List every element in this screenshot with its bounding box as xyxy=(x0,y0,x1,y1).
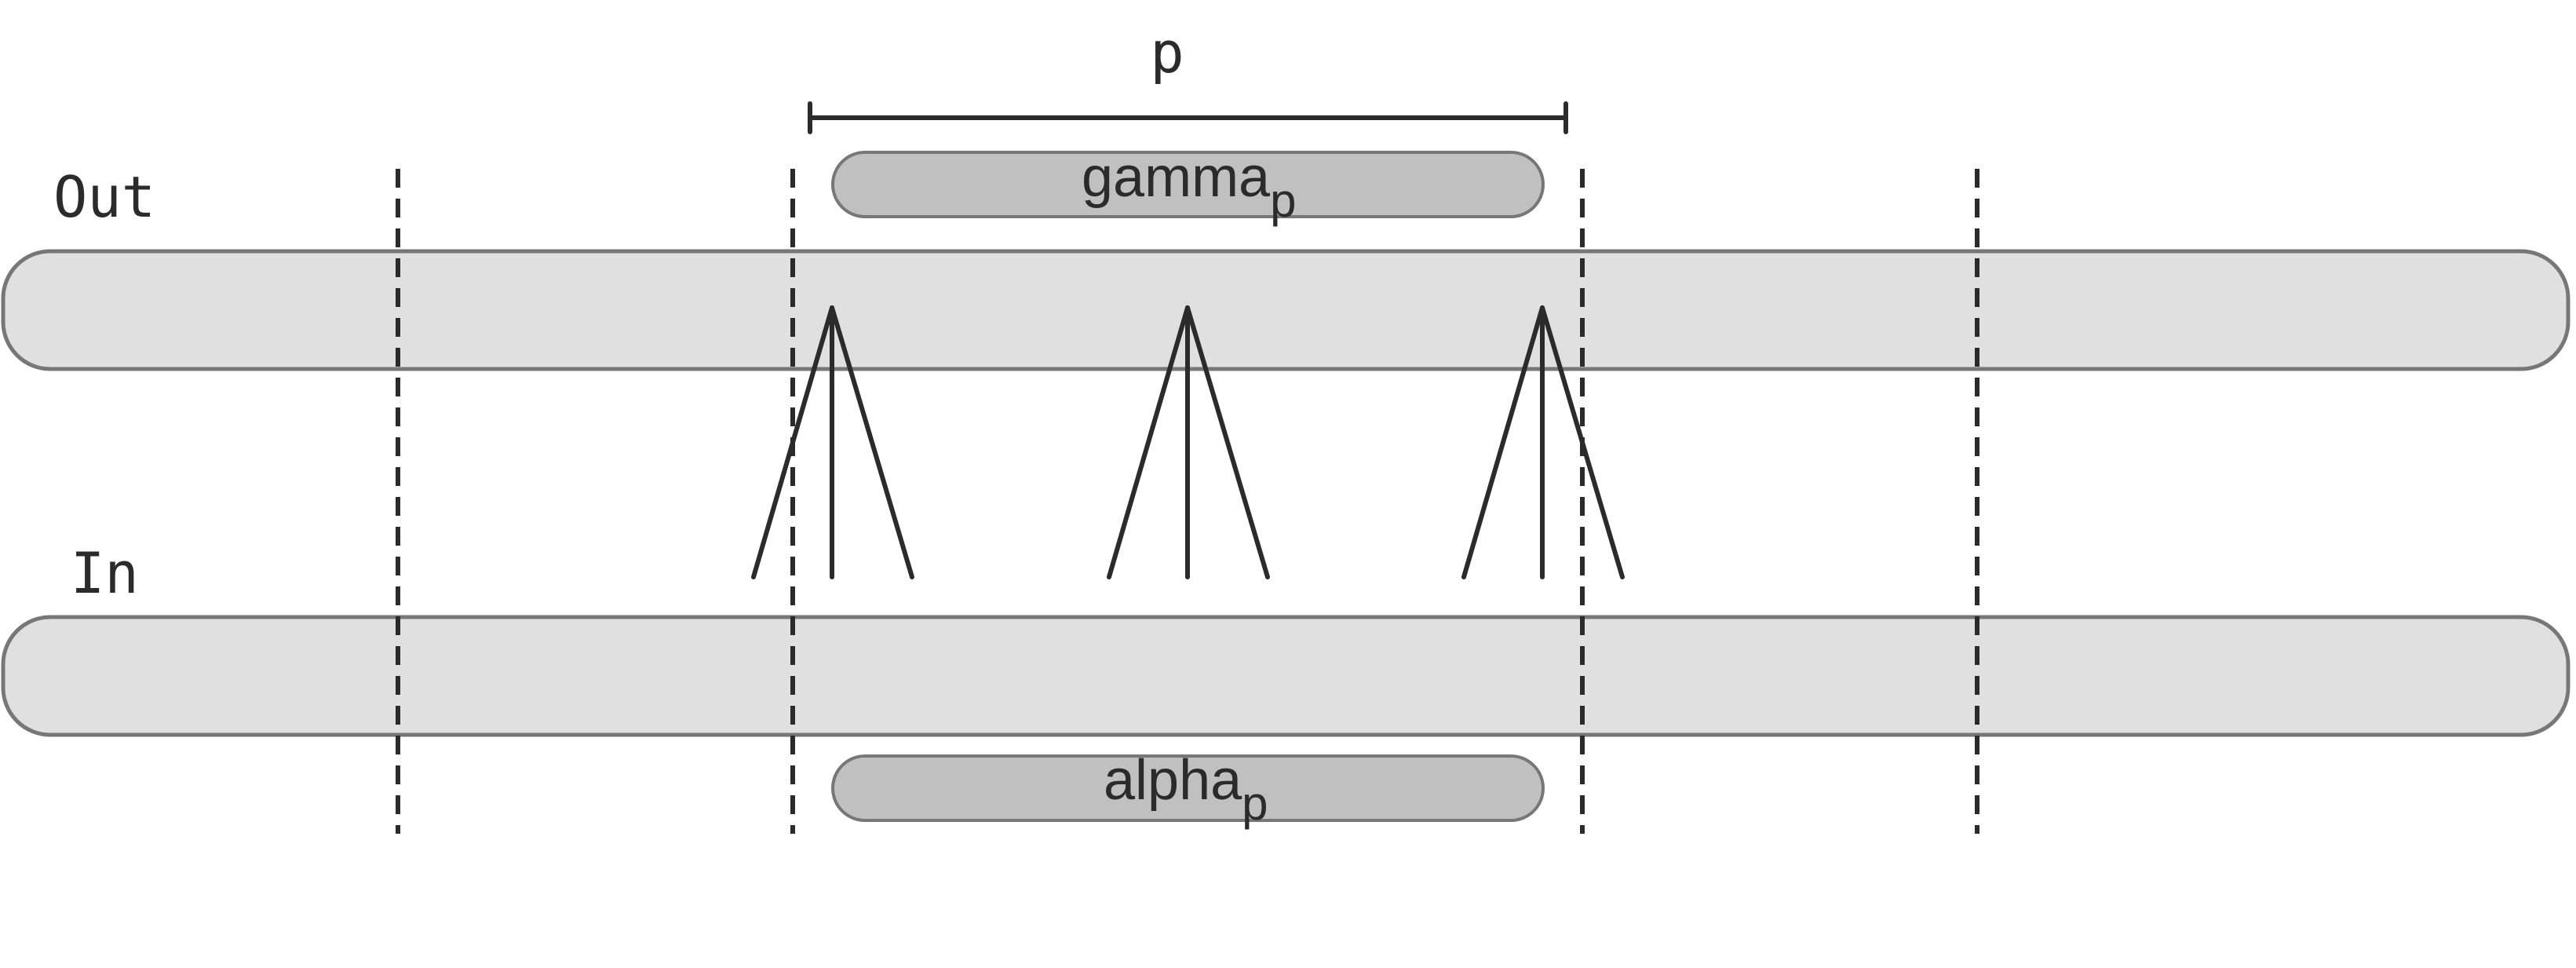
alpha-label: alphap xyxy=(1104,749,1268,830)
gamma-label-base: gamma xyxy=(1082,146,1271,209)
gamma-label: gammap xyxy=(1082,146,1296,227)
alpha-label-subscript: p xyxy=(1242,777,1268,830)
output-band xyxy=(1,249,2571,371)
gamma-label-subscript: p xyxy=(1270,174,1296,227)
period-label: p xyxy=(1150,20,1184,86)
alpha-label-base: alpha xyxy=(1104,749,1242,812)
period-bracket xyxy=(808,101,1568,134)
gamma-pill xyxy=(831,151,1545,218)
input-band xyxy=(1,615,2571,737)
kernel-fan-right xyxy=(1461,305,1625,579)
input-row-label: In xyxy=(71,540,139,606)
alpha-pill xyxy=(831,754,1545,822)
kernel-fan-center xyxy=(1107,305,1270,579)
kernel-fan-left xyxy=(751,305,914,579)
output-row-label: Out xyxy=(53,164,155,230)
